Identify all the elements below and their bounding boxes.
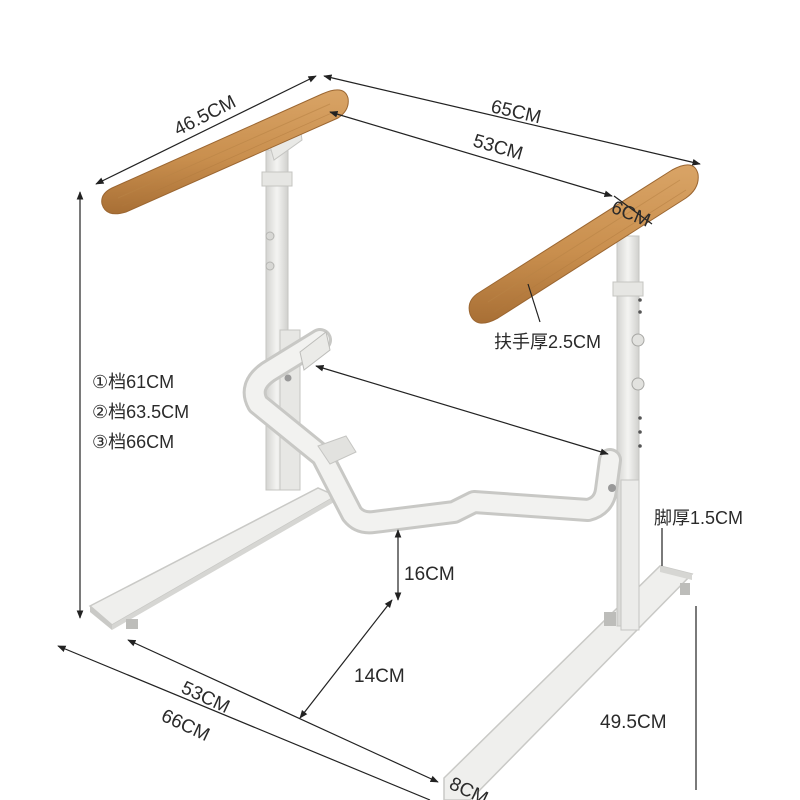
base-inner-width-line: [127, 639, 439, 783]
outer-width-label: 65CM: [489, 96, 543, 128]
bar-depth-label: 14CM: [354, 666, 405, 687]
bar-height-label: 16CM: [404, 564, 455, 585]
height-level-1-label: ①档61CM: [92, 372, 174, 392]
base-outer-width-label: 66CM: [158, 705, 213, 745]
right-armrest: [468, 164, 699, 324]
armrest-length-label: 46.5CM: [171, 92, 240, 141]
base-depth-label: 49.5CM: [600, 712, 667, 733]
height-level-3-label: ③档66CM: [92, 432, 174, 452]
dimension-lines: [57, 74, 701, 800]
right-base-foot: [443, 565, 694, 800]
inner-width-label: 53CM: [471, 131, 526, 165]
bar-depth-line: [299, 599, 393, 719]
bar-span-line: [315, 364, 609, 456]
base-outer-width-line: [57, 645, 431, 800]
armrest-thickness-leader: [527, 283, 541, 323]
armrest-width-leader: [613, 195, 653, 225]
left-base-foot: [88, 487, 338, 630]
inner-width-line: [329, 110, 613, 198]
height-level-2-label: ②档63.5CM: [92, 402, 189, 422]
armrest-length-line: [95, 75, 317, 185]
armrest-thickness-label: 扶手厚2.5CM: [494, 332, 601, 352]
foot-thickness-label: 脚厚1.5CM: [654, 508, 743, 528]
right-upright-post: [612, 235, 645, 631]
